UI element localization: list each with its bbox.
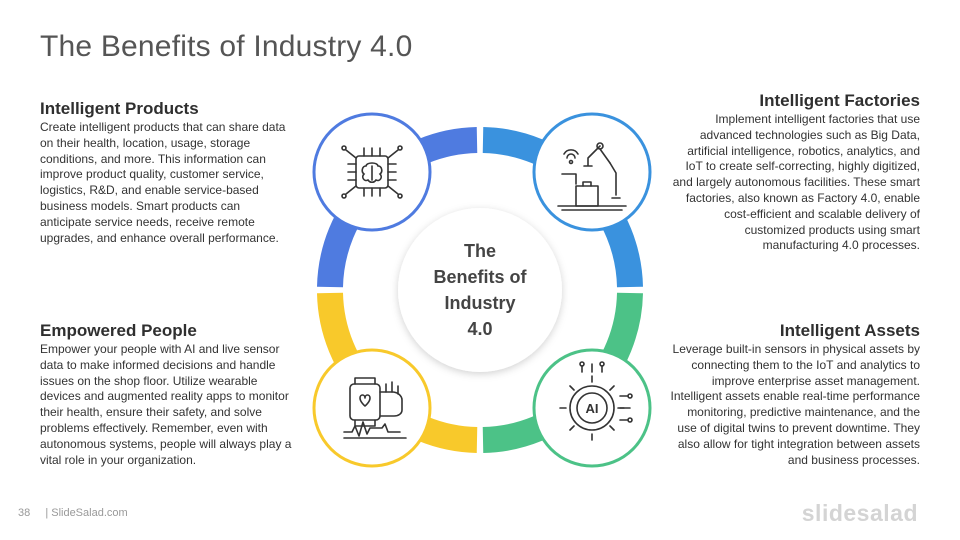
section-body: Create intelligent products that can sha… — [40, 120, 286, 245]
icon-circle-bottom-right: AI — [532, 348, 652, 468]
section-intelligent-assets: Intelligent Assets Leverage built-in sen… — [668, 320, 920, 468]
section-empowered-people: Empowered People Empower your people wit… — [40, 320, 292, 468]
smartwatch-health-icon — [343, 377, 407, 439]
benefits-cycle-diagram: AI The Benefits of Industry 4.0 — [300, 110, 660, 470]
section-heading: Empowered People — [40, 321, 197, 340]
footer-site: | SlideSalad.com — [45, 507, 128, 519]
cycle-svg: AI — [312, 112, 652, 468]
section-intelligent-products: Intelligent Products Create intelligent … — [40, 98, 292, 246]
slide-footer: 38 | SlideSalad.com — [18, 507, 128, 519]
section-heading: Intelligent Factories — [759, 91, 920, 110]
page-number: 38 — [18, 507, 31, 519]
robotic-arm-factory-icon — [557, 142, 627, 211]
ai-gear-label: AI — [586, 401, 599, 416]
icon-circle-top-left — [312, 112, 432, 232]
section-heading: Intelligent Products — [40, 99, 199, 118]
icon-circle-bottom-left — [312, 348, 432, 468]
center-circle — [398, 208, 562, 372]
section-body: Implement intelligent factories that use… — [672, 112, 920, 253]
section-body: Leverage built-in sensors in physical as… — [670, 342, 920, 467]
brand-logo: slidesalad — [801, 500, 918, 526]
section-intelligent-factories: Intelligent Factories Implement intellig… — [668, 90, 920, 254]
page-title: The Benefits of Industry 4.0 — [40, 30, 413, 63]
icon-circle-top-right — [532, 112, 652, 232]
ai-chip-brain-icon — [341, 145, 403, 199]
section-heading: Intelligent Assets — [779, 321, 920, 340]
section-body: Empower your people with AI and live sen… — [40, 342, 292, 467]
ai-gear-icon — [559, 361, 633, 441]
